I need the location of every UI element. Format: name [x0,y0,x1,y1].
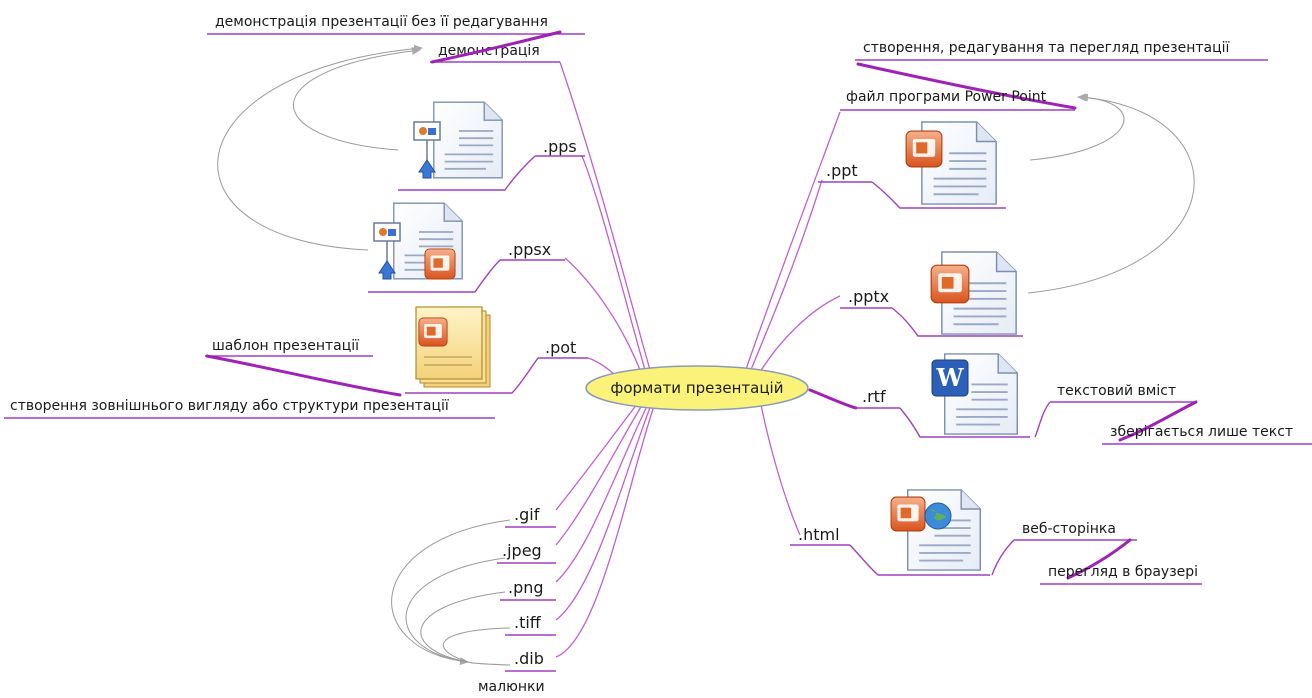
demo-note-text: демонстрація презентації без її редагува… [215,14,548,30]
ppt-node[interactable]: .ppt [818,161,1006,209]
ppsx-node[interactable]: .ppsx [368,240,565,293]
html-web-node: веб-сторінка [991,521,1137,580]
rtf-text-node: текстовий вміст [1034,383,1198,442]
html-file-icon [890,488,982,572]
svg-text:W: W [936,363,965,392]
template-label-text: шаблон презентації [212,338,359,354]
html-label-text: веб-сторінка [1022,521,1116,537]
demo-node: демонстрація [430,30,562,64]
ppsx-file-icon [373,202,464,280]
rtf-node[interactable]: .rtf [855,387,1030,438]
branch-lines [555,61,858,658]
pps-label: .pps [543,137,577,156]
ppsx-label: .ppsx [508,240,551,259]
rtf-label: .rtf [862,387,886,406]
ppt-label-text: файл програми Power Point [846,89,1047,105]
ppt-note-node: створення, редагування та перегляд презе… [855,40,1268,110]
ppt-file-icon [905,120,998,206]
html-note-node: перегляд в браузері [1040,564,1202,585]
pot-file-icon [415,306,491,388]
ppt-label: .ppt [826,161,858,180]
demo-note-node: демонстрація презентації без її редагува… [207,14,585,35]
tiff-label: .tiff [514,613,542,632]
html-label: .html [798,525,840,544]
gif-node[interactable]: .gif [505,505,556,528]
pot-label: .pot [545,338,576,357]
rtf-note-text: зберігається лише текст [1110,424,1293,440]
html-node[interactable]: .html [790,525,990,576]
pptx-node[interactable]: .pptx [840,287,1023,337]
pps-file-icon [413,101,504,179]
pptx-label: .pptx [848,287,889,306]
html-note-text: перегляд в браузері [1048,564,1198,580]
tiff-node[interactable]: .tiff [505,613,556,636]
template-note-text: створення зовнішнього вигляду або структ… [10,398,449,414]
dib-node[interactable]: .dib [505,649,556,672]
gif-label: .gif [514,505,540,524]
template-note-node: створення зовнішнього вигляду або структ… [4,398,495,419]
rtf-label-text: текстовий вміст [1057,383,1176,399]
ppt-note-text: створення, редагування та перегляд презе… [863,40,1230,56]
relation-arrows [217,44,1195,666]
png-node[interactable]: .png [500,578,556,601]
images-label-node: малюнки [478,679,545,695]
ppt-label-node: файл програми Power Point [840,89,1075,111]
pptx-file-icon [930,250,1018,336]
jpeg-label: .jpeg [502,541,542,560]
image-formats: .gif .jpeg .png .tiff .dib малюнки [478,505,556,695]
dib-label: .dib [514,649,544,668]
jpeg-node[interactable]: .jpeg [497,541,556,564]
center-label: формати презентацій [611,379,784,397]
center-node[interactable]: формати презентацій [585,365,809,411]
png-label: .png [508,578,544,597]
template-node: шаблон презентації [205,338,402,397]
pps-node[interactable]: .pps [398,137,585,191]
images-label-text: малюнки [478,679,545,695]
rtf-file-icon: W [931,352,1019,436]
rtf-note-node: зберігається лише текст [1102,424,1312,445]
pot-node[interactable]: .pot [405,338,588,394]
